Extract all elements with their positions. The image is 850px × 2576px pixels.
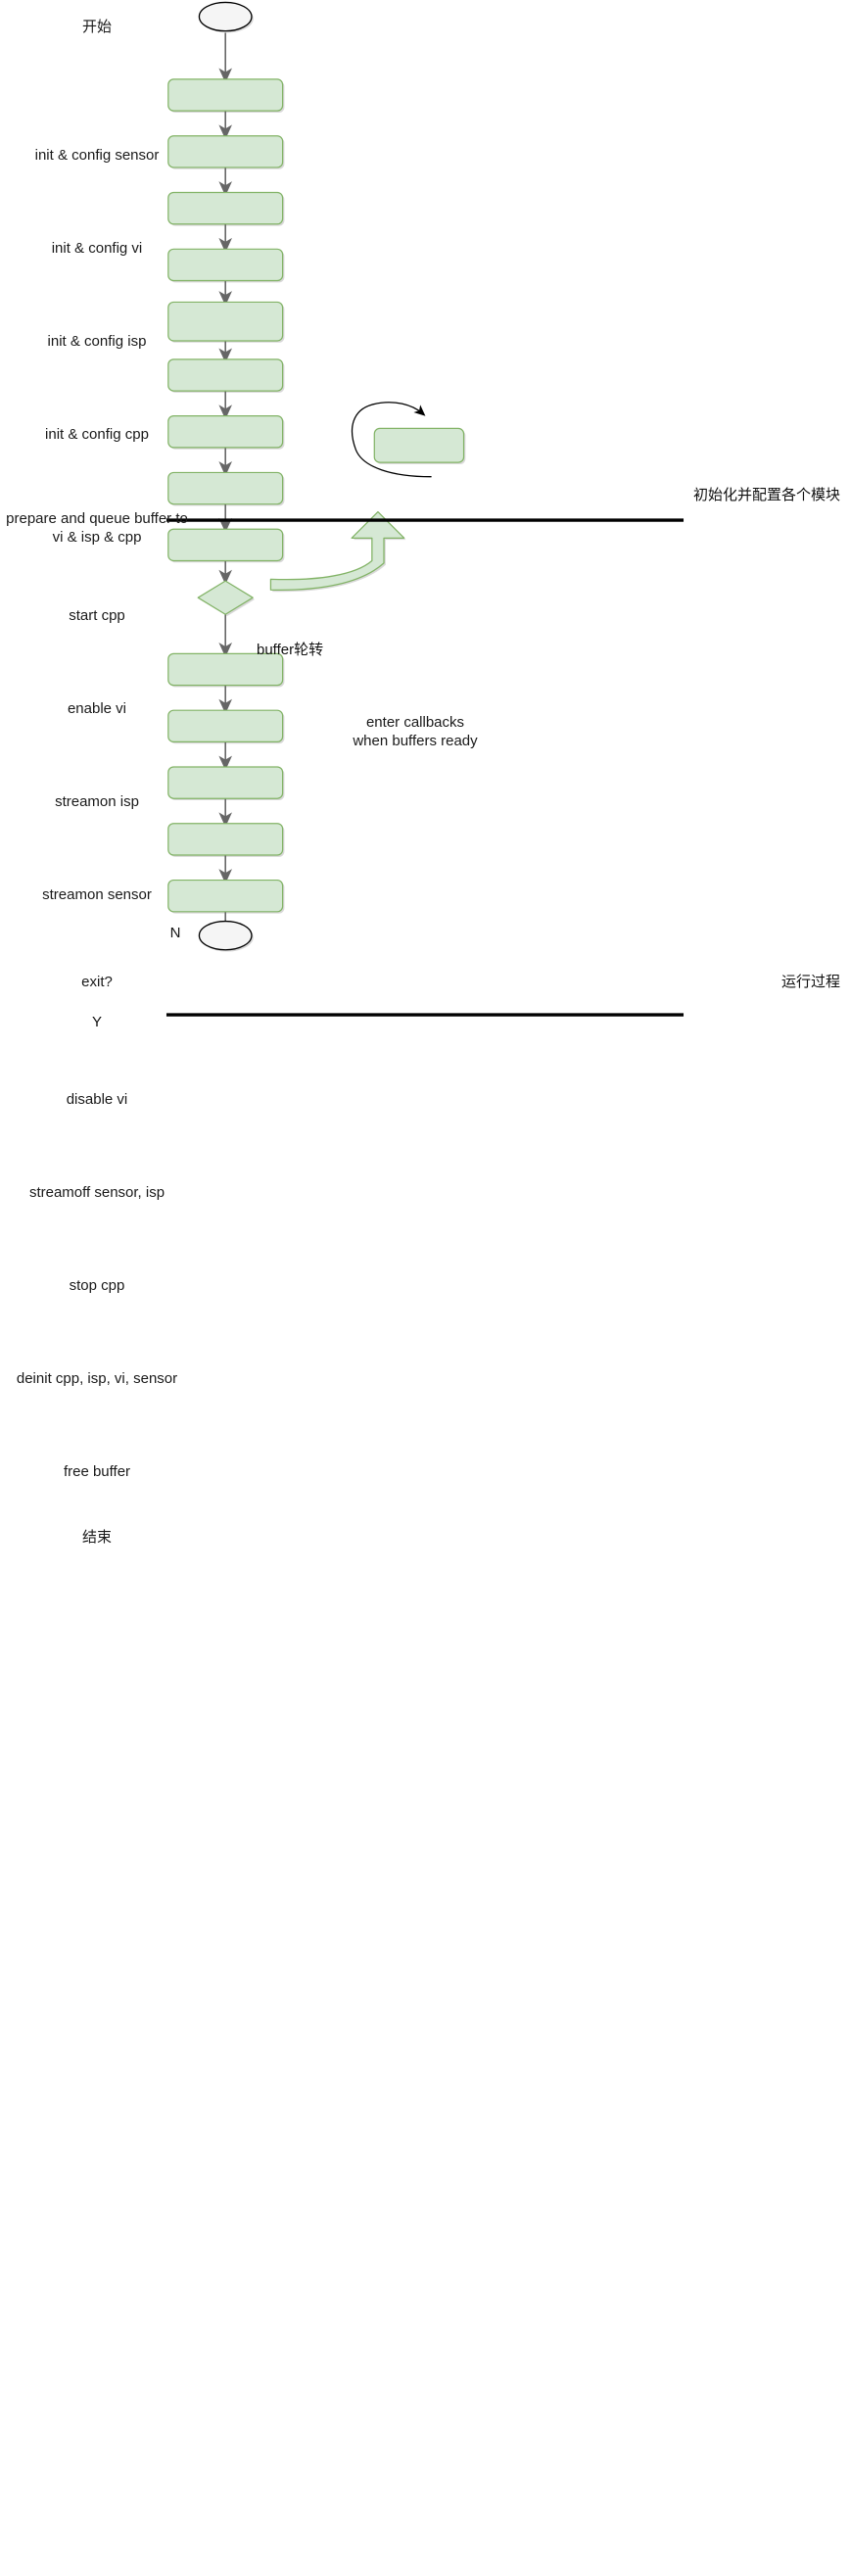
node-start-shape (198, 1, 253, 32)
node-shapes (167, 1, 465, 951)
node-init-vi[interactable] (3, 223, 191, 275)
node-init-vi-shape (167, 135, 284, 168)
node-exit-decision[interactable] (52, 955, 142, 1010)
edge-label-exit-no: N (169, 925, 181, 941)
node-enable-vi[interactable] (3, 684, 191, 736)
flowchart-scale-wrapper: 开始 结束 init & config sensor init & config… (3, 1, 840, 1561)
node-prepare-buffer[interactable] (3, 497, 191, 560)
node-disable-vi-shape (167, 652, 284, 687)
node-start-cpp-shape (167, 358, 284, 392)
node-start-cpp[interactable] (3, 591, 191, 643)
band-label-runtime: 运行过程 (780, 974, 840, 990)
node-init-isp[interactable] (3, 316, 191, 368)
section-dividers (165, 518, 685, 1017)
node-end[interactable] (54, 1514, 140, 1561)
node-stop-cpp[interactable] (3, 1261, 191, 1312)
node-stop-cpp-shape (167, 766, 284, 799)
node-deinit[interactable] (3, 1354, 191, 1406)
node-init-isp-shape (167, 191, 284, 225)
node-streamon-isp-shape (167, 471, 284, 505)
node-callbacks-shape (373, 427, 465, 463)
node-enable-vi-shape (167, 415, 284, 449)
node-prepare-buffer-shape (167, 301, 284, 342)
node-init-sensor[interactable] (3, 130, 191, 182)
node-exit-decision-shape (197, 580, 254, 615)
node-streamoff-shape (167, 709, 284, 743)
buffer-loop-arrow (352, 402, 432, 478)
node-streamoff[interactable] (3, 1168, 191, 1219)
node-streamon-sensor-shape (167, 528, 284, 562)
band-label-init: 初始化并配置各个模块 (692, 487, 840, 503)
node-free-buffer-shape (167, 879, 284, 913)
node-deinit-shape (167, 823, 284, 856)
node-end-shape (198, 920, 253, 951)
node-free-buffer[interactable] (3, 1447, 191, 1499)
node-streamon-isp[interactable] (3, 777, 191, 829)
node-init-cpp[interactable] (3, 409, 191, 461)
node-streamon-sensor[interactable] (3, 870, 191, 922)
no-branch-block-arrow (269, 510, 405, 592)
node-init-cpp-shape (167, 248, 284, 282)
flowchart-svg (165, 1, 685, 1017)
node-callbacks[interactable] (342, 704, 489, 760)
node-init-sensor-shape (167, 78, 284, 112)
node-start[interactable] (54, 4, 140, 51)
edge-label-exit-yes: Y (91, 1014, 102, 1030)
node-disable-vi[interactable] (3, 1074, 191, 1126)
edge-label-buffer-loop: buffer轮转 (257, 642, 324, 658)
